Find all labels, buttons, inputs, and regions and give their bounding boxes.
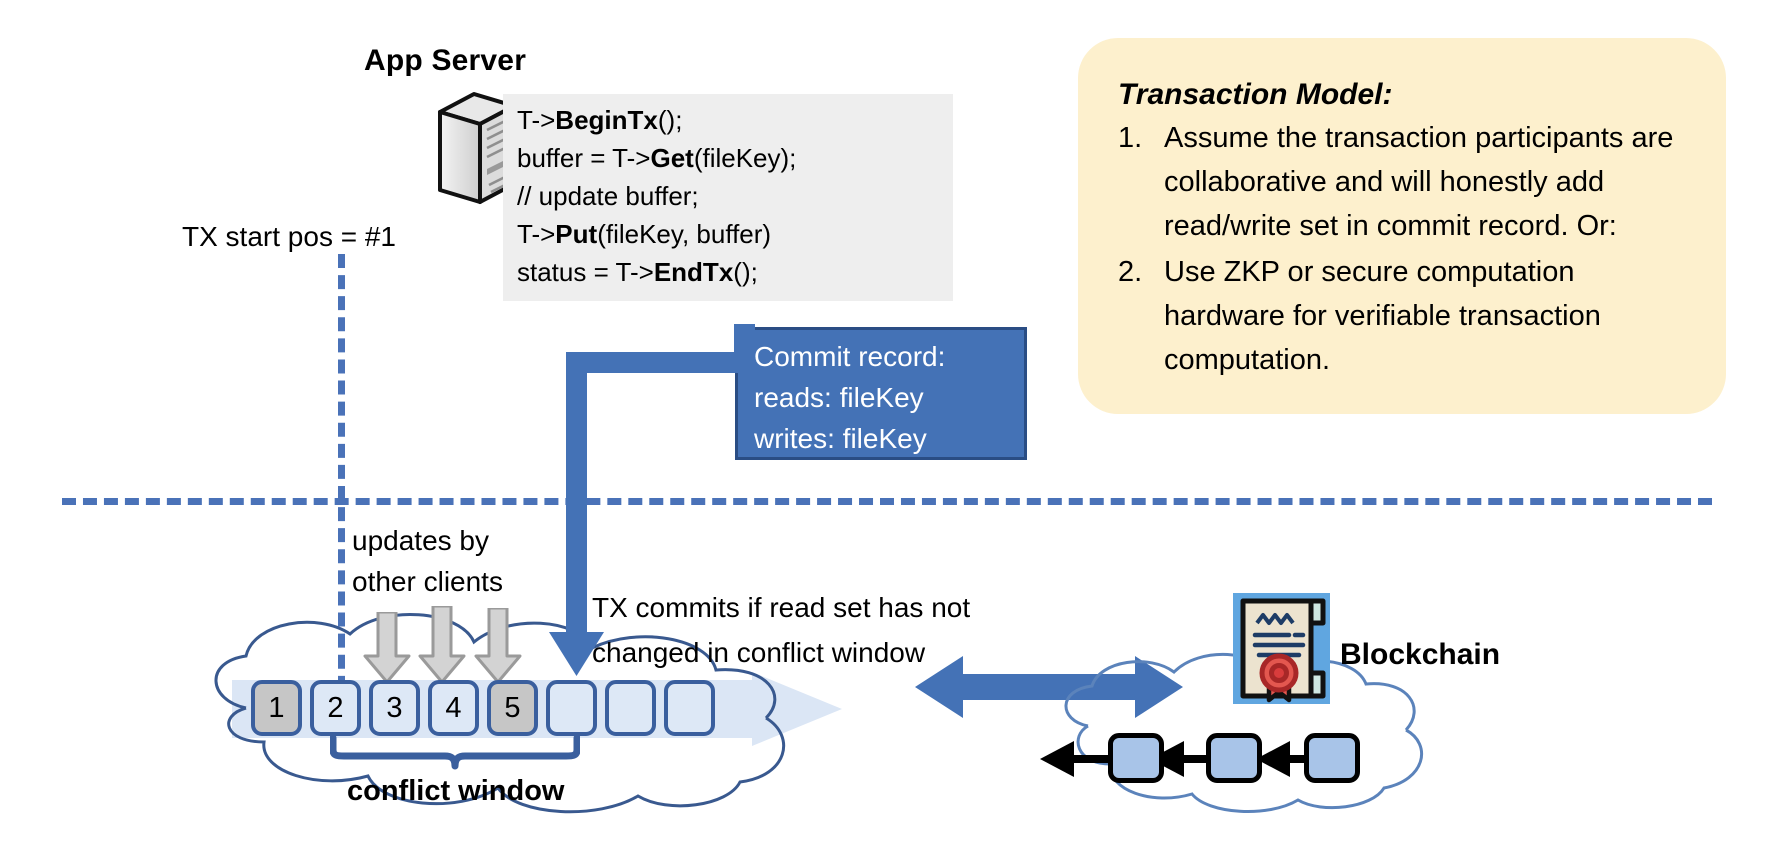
log-cell[interactable]: 3 <box>369 680 420 736</box>
item-text: Assume the transaction participants are … <box>1164 122 1674 242</box>
log-entry-row: 1 2 3 4 5 <box>251 680 715 736</box>
code-pre: buffer = T-> <box>517 143 651 173</box>
tx-commits-line1: TX commits if read set has not <box>592 592 971 623</box>
layer-boundary-divider <box>62 498 1712 505</box>
code-pre: status = T-> <box>517 257 654 287</box>
log-cell[interactable]: 2 <box>310 680 361 736</box>
code-pre: // update buffer; <box>517 181 699 211</box>
log-cell[interactable]: 1 <box>251 680 302 736</box>
transaction-model-item: 2. Use ZKP or secure computation hardwar… <box>1118 250 1700 382</box>
updates-by-other-clients-label: updates by other clients <box>352 520 503 602</box>
log-cell[interactable] <box>664 680 715 736</box>
tx-commits-line2: changed in conflict window <box>592 637 926 668</box>
code-line: T->Put(fileKey, buffer) <box>503 215 953 253</box>
commit-record-box: Commit record: reads: fileKey writes: fi… <box>735 327 1027 460</box>
blockchain-label: Blockchain <box>1340 638 1501 671</box>
commit-record-heading: Commit record: <box>754 341 946 372</box>
commit-record-writes: writes: fileKey <box>754 423 927 454</box>
code-bold: EndTx <box>653 257 734 287</box>
chain-block[interactable] <box>1108 733 1164 783</box>
tx-commits-condition-label: TX commits if read set has not changed i… <box>592 585 970 675</box>
update-arrow-2 <box>418 606 466 684</box>
log-cell[interactable] <box>546 680 597 736</box>
code-line: T->BeginTx(); <box>503 101 953 139</box>
blockchain-cloud-outline <box>1064 653 1423 813</box>
code-bold: Put <box>555 219 598 249</box>
code-line: status = T->EndTx(); <box>503 253 953 291</box>
chain-block[interactable] <box>1206 733 1262 783</box>
log-cell[interactable]: 5 <box>487 680 538 736</box>
log-cell[interactable] <box>605 680 656 736</box>
code-post: (fileKey); <box>693 143 797 173</box>
tx-start-pos-label: TX start pos = #1 <box>182 221 396 252</box>
updates-label-line1: updates by <box>352 525 489 556</box>
code-line: buffer = T->Get(fileKey); <box>503 139 953 177</box>
code-pre: T-> <box>517 219 556 249</box>
item-number: 2. <box>1118 256 1143 288</box>
transaction-model-item: 1. Assume the transaction participants a… <box>1118 116 1700 248</box>
item-number: 1. <box>1118 122 1143 154</box>
log-cell[interactable]: 4 <box>428 680 479 736</box>
commit-record-reads: reads: fileKey <box>754 382 924 413</box>
code-bold: BeginTx <box>555 105 658 135</box>
code-snippet-block: T->BeginTx(); buffer = T->Get(fileKey); … <box>503 94 953 301</box>
code-bold: Get <box>650 143 694 173</box>
app-server-title: App Server <box>364 44 527 77</box>
updates-label-line2: other clients <box>352 566 503 597</box>
code-pre: T-> <box>517 105 556 135</box>
chain-gap <box>1164 758 1206 759</box>
item-text: Use ZKP or secure computation hardware f… <box>1164 256 1601 376</box>
update-arrow-1 <box>363 612 411 684</box>
code-post: (); <box>733 257 758 287</box>
transaction-model-title: Transaction Model: <box>1118 78 1393 111</box>
log-cloud-outline <box>214 612 786 814</box>
commit-connector-arrow <box>549 324 755 676</box>
chain-block[interactable] <box>1304 733 1360 783</box>
conflict-window-label: conflict window <box>347 775 565 807</box>
transaction-model-callout: Transaction Model: 1. Assume the transac… <box>1078 38 1726 414</box>
certificate-seal-icon <box>1233 593 1330 704</box>
code-post: (); <box>657 105 683 135</box>
chain-gap <box>1262 758 1304 759</box>
bidirectional-sync-arrow <box>915 656 1183 718</box>
code-post: (fileKey, buffer) <box>597 219 772 249</box>
update-arrow-3 <box>474 608 522 684</box>
tx-start-position-line <box>338 254 345 732</box>
conflict-window-brace <box>330 736 580 770</box>
code-line: // update buffer; <box>503 177 953 215</box>
blockchain-block-row <box>1108 733 1360 783</box>
